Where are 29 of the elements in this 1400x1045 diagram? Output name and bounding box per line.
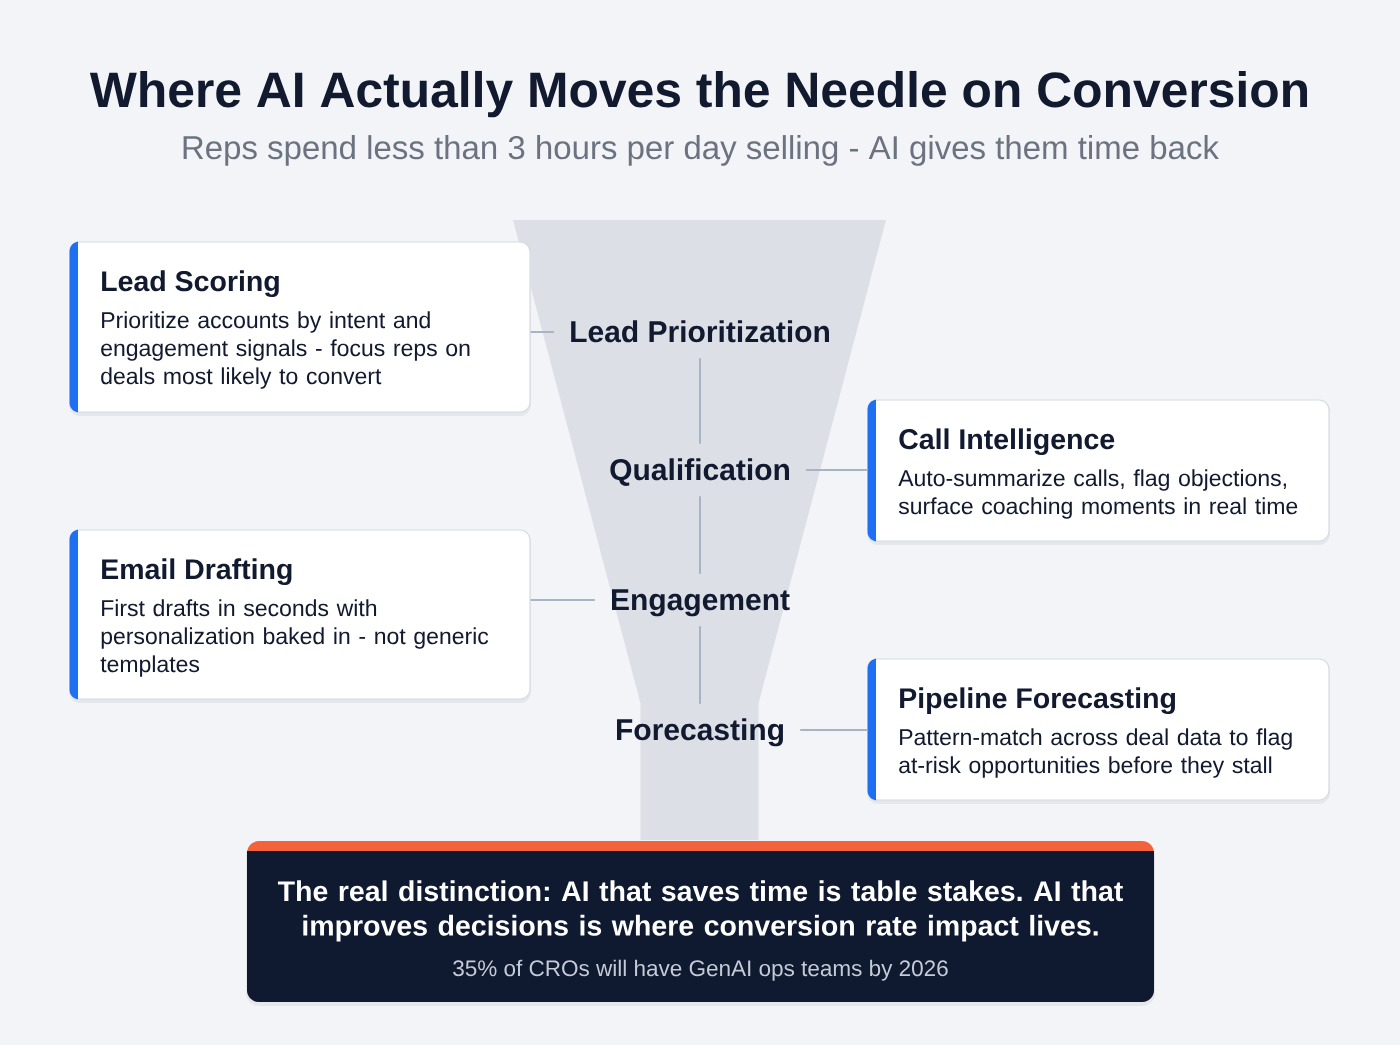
connector-line: [529, 331, 555, 333]
banner-heading: The real distinction: AI that saves time is table stakes. AI that improves decisions is where conversion rate impact lives.: [277, 880, 1123, 942]
connector-line: [699, 625, 701, 705]
card-description: Auto-summarize calls, flag objections, surface coaching moments in real time: [898, 469, 1298, 519]
card-title: Pipeline Forecasting: [900, 687, 1175, 715]
feature-card: [69, 241, 531, 416]
funnel-shape: [513, 220, 886, 840]
connector-line: [699, 495, 701, 575]
feature-card: [867, 658, 1330, 804]
subtitle: Reps spend less than 3 hours per day selling - AI gives them time back: [183, 135, 1219, 166]
card-title: Email Drafting: [102, 558, 292, 586]
stage-label: Forecasting: [617, 718, 783, 747]
card-title: Lead Scoring: [102, 270, 279, 298]
title: Where AI Actually Moves the Needle on Conversion: [89, 70, 1307, 118]
connector-line: [529, 599, 596, 601]
callout-banner: [246, 841, 1155, 1006]
feature-card: [867, 399, 1330, 545]
card-title: Call Intelligence: [899, 428, 1115, 456]
card-description: Pattern-match across deal data to flag at-risk opportunities before they stall: [899, 728, 1292, 778]
feature-card: [69, 529, 531, 703]
card-description: Prioritize accounts by intent and engagement signals - focus reps on deals most likely to convert: [101, 311, 470, 389]
connector-line: [699, 357, 701, 445]
banner-note: 35% of CROs will have GenAI ops teams by 2026: [453, 959, 948, 981]
card-description: First drafts in seconds with personalization baked in - not generic templates: [100, 599, 489, 677]
connector-line: [805, 469, 869, 471]
connector-line: [799, 729, 869, 731]
stage-label: Lead Prioritization: [571, 320, 829, 343]
stage-label: Qualification: [610, 458, 789, 486]
stage-label: Engagement: [612, 589, 790, 617]
